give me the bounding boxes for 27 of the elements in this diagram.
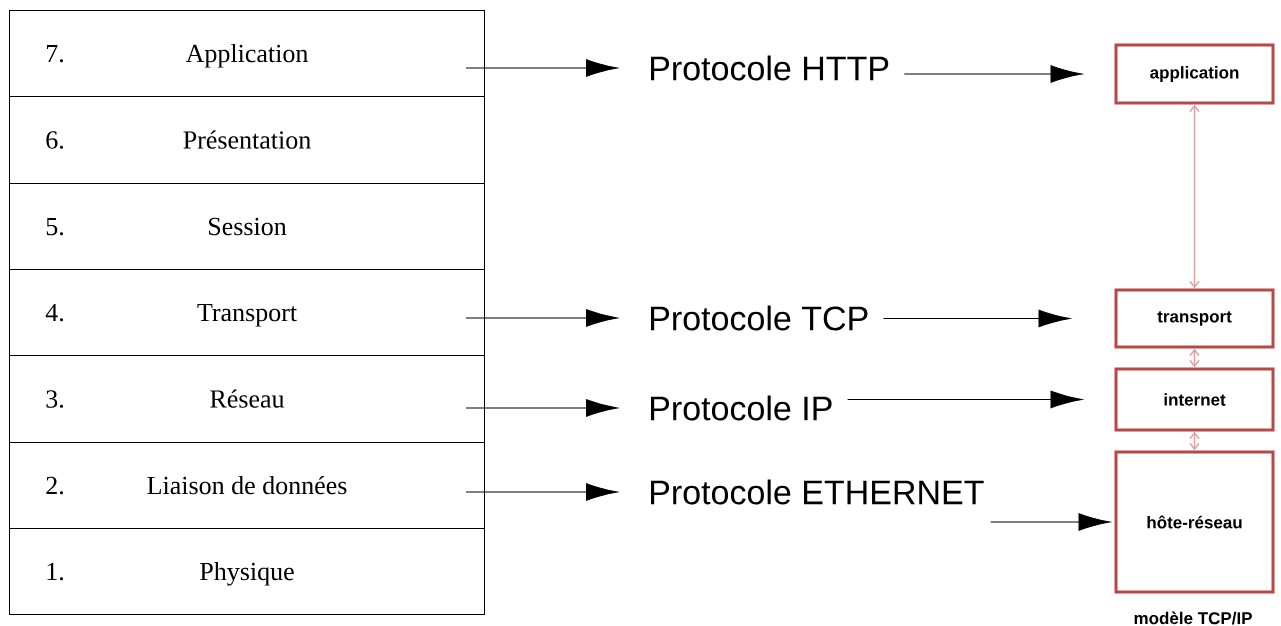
caption: modèle TCP/IP <box>1134 611 1252 625</box>
arrow <box>847 390 1083 409</box>
protocol-label: Protocole ETHERNET <box>651 479 984 505</box>
layer-row: 2. Liaison de données <box>9 442 485 529</box>
arrow <box>465 59 618 77</box>
protocol-label: Protocole HTTP <box>651 55 889 81</box>
layer-box: internet <box>1114 367 1275 432</box>
layer-row: 3. Réseau <box>9 355 485 443</box>
arrow <box>903 65 1083 83</box>
protocol-label: Protocole IP <box>651 395 832 421</box>
layer-box: hôte-réseau <box>1114 450 1275 594</box>
layer-row: 5. Session <box>9 183 485 270</box>
arrow <box>465 399 618 417</box>
arrow <box>1189 348 1200 368</box>
layer-row: 1. Physique <box>9 528 485 615</box>
layer-row: 4. Transport <box>9 269 485 356</box>
layer-row: 7. Application <box>9 10 485 97</box>
arrow <box>1189 431 1200 451</box>
arrow <box>465 309 618 327</box>
arrow <box>883 309 1071 328</box>
arrow <box>465 483 618 501</box>
arrow <box>1189 104 1200 289</box>
layer-box: application <box>1114 43 1275 105</box>
layer-row: 6. Présentation <box>9 96 485 184</box>
protocol-label: Protocole TCP <box>651 305 868 331</box>
layer-box: transport <box>1114 288 1275 349</box>
arrow <box>990 513 1111 531</box>
